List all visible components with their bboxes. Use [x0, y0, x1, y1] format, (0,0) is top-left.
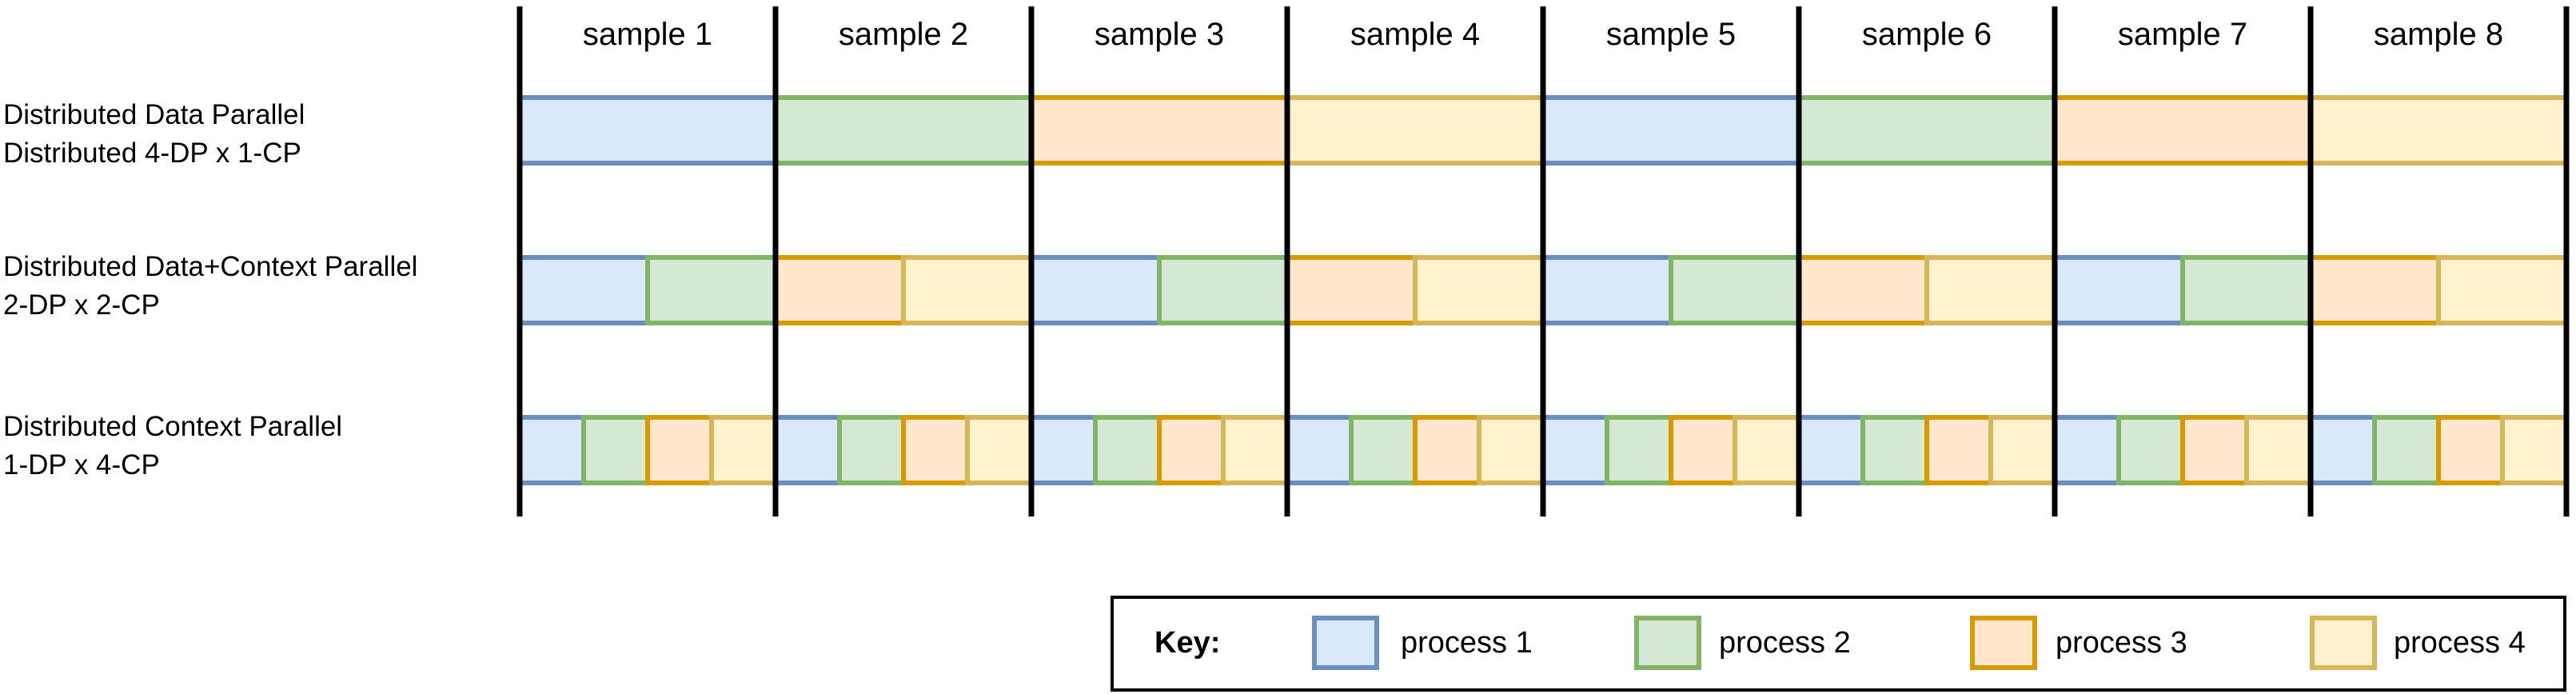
sample-header-2: sample 2	[839, 17, 968, 52]
block-row3-sample4-process3	[1413, 415, 1481, 485]
sample-header-1: sample 1	[583, 17, 712, 52]
block-row3-sample3-process1	[1029, 415, 1098, 485]
key-swatch-process-3	[1970, 616, 2037, 670]
block-row3-sample4-process1	[1285, 415, 1354, 485]
block-row2-sample2-process3	[773, 255, 906, 325]
sample-header-4: sample 4	[1350, 17, 1480, 52]
row-label-cp-line1: Distributed Context Parallel	[3, 411, 342, 442]
block-row1-sample1-process1	[517, 95, 778, 166]
process-blocks	[517, 95, 2569, 485]
block-row3-sample8-process1	[2308, 415, 2377, 485]
block-row2-sample6-process4	[1924, 255, 2057, 325]
block-row3-sample6-process1	[1796, 415, 1865, 485]
key-label-process-1: process 1	[1401, 626, 1533, 660]
block-row1-sample6-process2	[1796, 95, 2057, 166]
block-row3-sample5-process3	[1669, 415, 1737, 485]
block-row1-sample3-process3	[1029, 95, 1290, 166]
block-row2-sample5-process2	[1669, 255, 1801, 325]
sample-header-3: sample 3	[1095, 17, 1224, 52]
key-label-process-2: process 2	[1719, 626, 1851, 660]
block-row1-sample7-process3	[2052, 95, 2313, 166]
row-label-cp-line2: 1-DP x 4-CP	[3, 449, 160, 481]
block-row3-sample6-process4	[1988, 415, 2057, 485]
block-row3-sample1-process3	[645, 415, 714, 485]
block-row3-sample1-process2	[581, 415, 650, 485]
block-row3-sample2-process4	[965, 415, 1034, 485]
block-row1-sample8-process4	[2308, 95, 2569, 166]
key-label-process-4: process 4	[2394, 626, 2526, 660]
sample-header-5: sample 5	[1606, 17, 1736, 52]
block-row3-sample3-process4	[1221, 415, 1290, 485]
block-row2-sample1-process2	[645, 255, 778, 325]
block-row1-sample4-process4	[1285, 95, 1545, 166]
sample-header-7: sample 7	[2118, 17, 2247, 52]
block-row2-sample7-process2	[2180, 255, 2313, 325]
key-swatch-process-4	[2310, 616, 2377, 670]
key-swatch-process-2	[1634, 616, 1701, 670]
row-label-dcp-line2: 2-DP x 2-CP	[3, 289, 160, 321]
block-row2-sample1-process1	[517, 255, 650, 325]
block-row1-sample2-process2	[773, 95, 1034, 166]
block-row3-sample6-process3	[1924, 415, 1993, 485]
block-row3-sample2-process3	[901, 415, 970, 485]
block-row3-sample7-process2	[2116, 415, 2185, 485]
block-row3-sample8-process3	[2436, 415, 2505, 485]
block-row3-sample7-process4	[2244, 415, 2313, 485]
block-row3-sample8-process2	[2372, 415, 2441, 485]
block-row3-sample7-process3	[2180, 415, 2249, 485]
row-label-ddp-line1: Distributed Data Parallel	[3, 99, 305, 130]
block-row2-sample5-process1	[1541, 255, 1673, 325]
block-row3-sample1-process4	[709, 415, 778, 485]
block-row2-sample2-process4	[901, 255, 1034, 325]
sample-headers: sample 1 sample 2 sample 3 sample 4 samp…	[583, 17, 2503, 52]
block-row3-sample6-process2	[1860, 415, 1929, 485]
row-labels: Distributed Data Parallel Distributed 4-…	[3, 99, 417, 481]
sample-header-8: sample 8	[2374, 17, 2503, 52]
block-row3-sample4-process2	[1349, 415, 1418, 485]
key-label-process-3: process 3	[2056, 626, 2187, 660]
key-swatch-process-1	[1312, 616, 1379, 670]
block-row3-sample2-process2	[837, 415, 906, 485]
block-row2-sample6-process3	[1796, 255, 1929, 325]
block-row3-sample3-process2	[1093, 415, 1162, 485]
block-row2-sample3-process1	[1029, 255, 1162, 325]
block-row3-sample2-process1	[773, 415, 842, 485]
row-label-ddp-line2: Distributed 4-DP x 1-CP	[3, 138, 301, 169]
block-row2-sample4-process4	[1413, 255, 1545, 325]
row-label-dcp-line1: Distributed Data+Context Parallel	[3, 251, 417, 282]
block-row3-sample5-process4	[1733, 415, 1801, 485]
block-row2-sample8-process3	[2308, 255, 2441, 325]
block-row2-sample7-process1	[2052, 255, 2185, 325]
block-row2-sample3-process2	[1157, 255, 1290, 325]
block-row3-sample4-process4	[1477, 415, 1545, 485]
block-row3-sample1-process1	[517, 415, 586, 485]
block-row2-sample8-process4	[2436, 255, 2569, 325]
block-row3-sample5-process1	[1541, 415, 1609, 485]
block-row3-sample7-process1	[2052, 415, 2121, 485]
block-row1-sample5-process1	[1541, 95, 1801, 166]
block-row3-sample5-process2	[1605, 415, 1673, 485]
block-row3-sample3-process3	[1157, 415, 1226, 485]
key-legend: Key: process 1 process 2 process 3 proce…	[1111, 596, 2566, 692]
block-row2-sample4-process3	[1285, 255, 1418, 325]
sample-separators	[516, 6, 2570, 517]
block-row3-sample8-process4	[2500, 415, 2569, 485]
key-title: Key:	[1154, 626, 1220, 660]
sample-header-6: sample 6	[1862, 17, 1992, 52]
